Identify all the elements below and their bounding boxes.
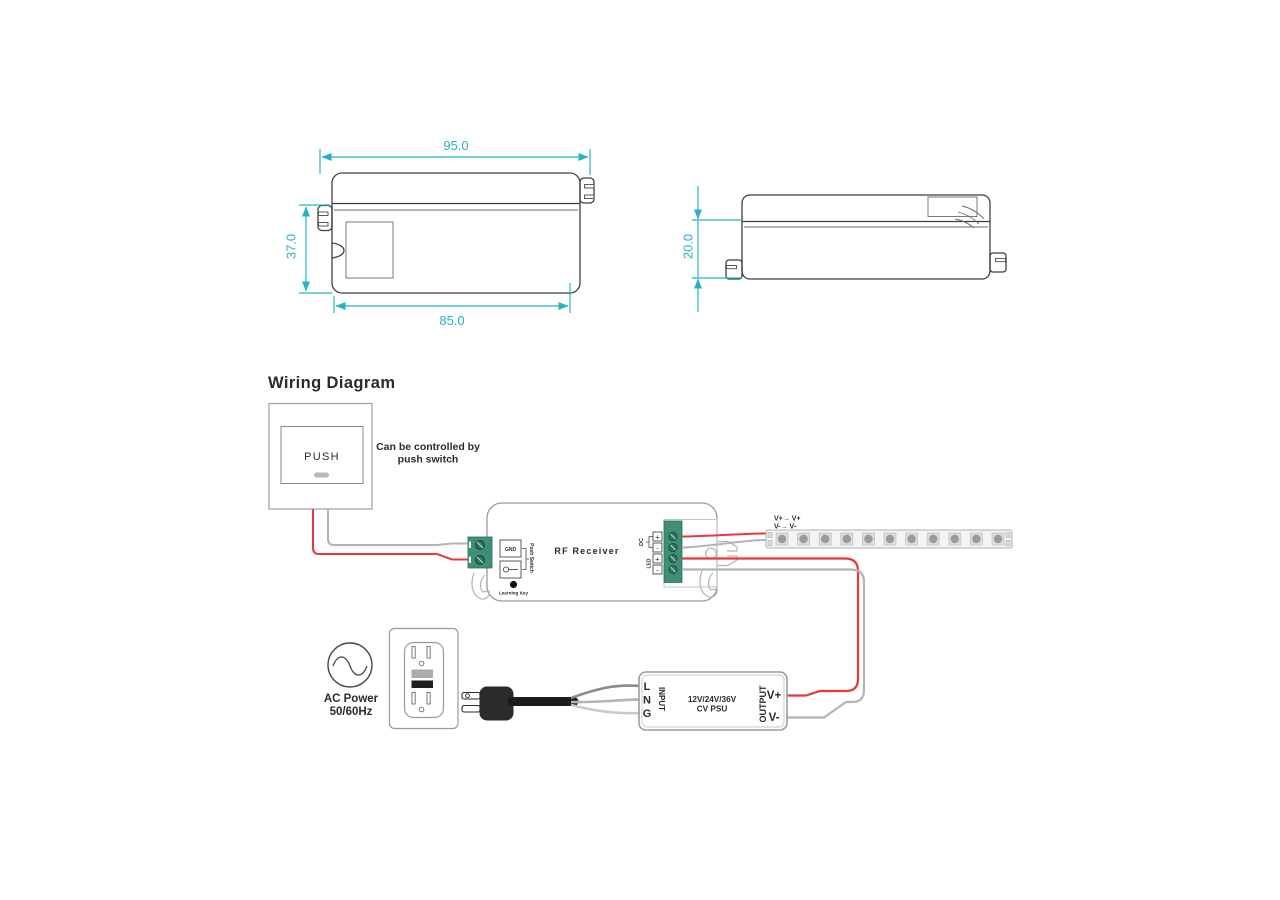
side-view-cable-grooves — [954, 205, 985, 229]
side-view-mount-tab-right — [989, 252, 1007, 273]
psu-output-title: OUTPUT — [758, 685, 768, 723]
side-view-label-area — [927, 196, 978, 217]
front-view-label-area — [345, 221, 394, 279]
caption-line2: push switch — [398, 454, 459, 466]
power-plug — [461, 686, 579, 721]
wiring-diagram-title: Wiring Diagram — [268, 374, 395, 392]
plug-prong-bottom — [461, 704, 481, 713]
outlet-test-button — [411, 669, 433, 678]
outlet-bottom-socket — [411, 692, 431, 713]
rf-receiver: RF Receiver GND Push Switch Learning Key — [467, 502, 738, 602]
switch-wire-gray — [327, 509, 469, 546]
psu-input-g: G — [643, 708, 652, 720]
psu-rating-line2: CV PSU — [697, 705, 728, 714]
ac-sine-circle — [327, 642, 373, 688]
mains-wire-ground — [570, 703, 641, 715]
front-view-dim-body-width: 85.0 — [333, 283, 571, 328]
dim-85-label: 85.0 — [439, 313, 464, 328]
led-strip: V+→ V+ V-→ V- — [765, 516, 1013, 549]
learning-key-button — [509, 580, 518, 589]
cable-clamp-bottom-left — [471, 572, 490, 600]
psu-input-title: INPUT — [657, 687, 666, 711]
plug-prong-top — [461, 691, 481, 700]
psu-case-inner — [641, 674, 785, 728]
ac-power-symbol: AC Power 50/60Hz — [324, 642, 379, 718]
dc-input-label: DC — [639, 538, 645, 546]
front-view-mount-tab-right — [579, 177, 595, 204]
receiver-output-terminal-block: + - + - DC LED — [639, 519, 718, 588]
dim-20-label: 20.0 — [681, 234, 696, 259]
psu: L N G INPUT 12V/24V/36V CV PSU OUTPUT V+… — [638, 671, 788, 731]
front-view-cable-notch — [331, 242, 345, 259]
terminal-minus-1: - — [656, 543, 659, 552]
dc-wire-gray — [682, 568, 866, 719]
front-view-dim-height: 37.0 — [284, 204, 332, 294]
front-view-mount-tab-left — [317, 204, 333, 232]
cable-clamp-right — [705, 540, 738, 567]
front-view-dim-overall-width: 95.0 — [319, 138, 591, 175]
push-switch-caption: Can be controlled by push switch — [376, 441, 480, 466]
psu-rating-line1: 12V/24V/36V — [688, 695, 737, 704]
push-switch: PUSH — [268, 402, 373, 510]
learning-key-label: Learning Key — [499, 591, 529, 596]
psu-output-vplus: V+ — [767, 690, 782, 702]
receiver-gnd-port: GND Push Switch — [499, 539, 534, 579]
receiver-name: RF Receiver — [554, 546, 619, 556]
gnd-label: GND — [505, 547, 517, 553]
side-view-drawing: 20.0 — [681, 186, 1007, 312]
outlet-face — [403, 641, 445, 719]
receiver-learning-key: Learning Key — [499, 580, 529, 596]
led-chips — [775, 532, 1005, 546]
psu-output-vminus: V- — [769, 712, 780, 724]
led-wire-red — [681, 532, 767, 538]
outlet-reset-button — [411, 680, 433, 688]
push-switch-indicator — [314, 472, 329, 478]
front-view-body — [331, 172, 581, 294]
side-view-mount-tab-left — [725, 259, 743, 280]
outlet-top-socket — [411, 646, 431, 667]
psu-input-l: L — [644, 681, 651, 693]
led-wire-gray — [681, 539, 767, 549]
mains-wire-neutral — [570, 698, 641, 704]
side-view-dim-depth: 20.0 — [681, 186, 742, 312]
led-strip-vplus-label: V+→ V+ — [774, 516, 800, 523]
wall-outlet — [388, 627, 459, 730]
push-switch-label: PUSH — [304, 451, 340, 463]
terminal-plus-2: + — [655, 554, 660, 563]
push-switch-port-label: Push Switch — [528, 543, 534, 573]
front-view-drawing: 95.0 37.0 85.0 — [284, 138, 595, 328]
ac-power-label1: AC Power — [324, 693, 379, 705]
cable-clamp-bottom-right — [699, 570, 718, 598]
psu-case-outer — [638, 671, 788, 731]
led-strip-vminus-label: V-→ V- — [774, 524, 797, 531]
dim-95-label: 95.0 — [443, 138, 468, 153]
switch-wire-red — [312, 509, 469, 561]
receiver-input-terminal-block — [467, 536, 493, 569]
side-view-body — [741, 194, 991, 280]
terminal-plus-1: + — [655, 532, 660, 541]
terminal-minus-2: - — [656, 565, 659, 574]
plug-body — [479, 686, 514, 721]
sine-wave-icon — [332, 656, 368, 676]
mains-wire-live — [570, 684, 641, 700]
caption-line1: Can be controlled by — [376, 441, 480, 453]
led-output-label: LED — [647, 558, 653, 568]
psu-input-n: N — [643, 695, 651, 707]
dim-37-label: 37.0 — [284, 234, 299, 259]
dc-wire-red — [682, 557, 860, 697]
ac-power-label2: 50/60Hz — [330, 706, 373, 718]
